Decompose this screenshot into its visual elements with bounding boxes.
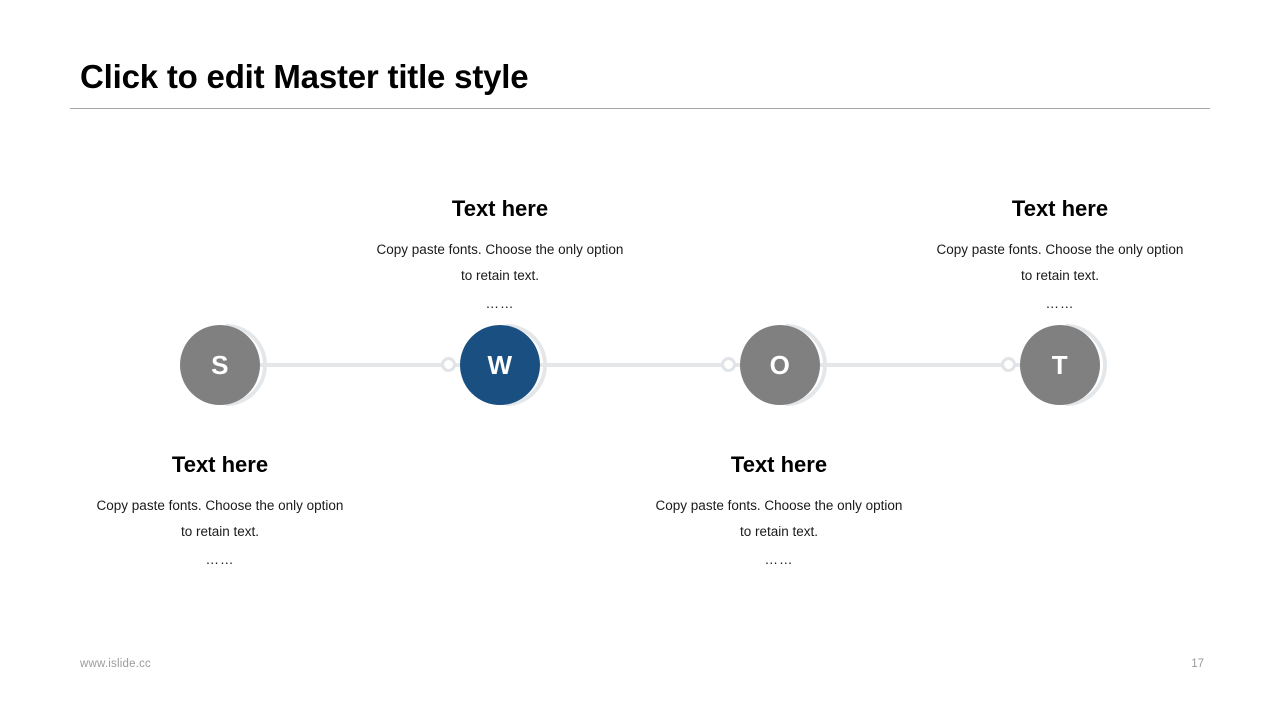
text-block-body-line2[interactable]: to retain text. <box>1020 268 1100 283</box>
node-letter-t: T <box>1051 350 1069 380</box>
connector-dot-3 <box>1001 357 1016 372</box>
title-divider <box>70 108 1210 109</box>
node-letter-o: O <box>769 350 791 380</box>
swot-node-s[interactable]: S <box>180 324 267 406</box>
node-circle-t[interactable]: T <box>1020 325 1100 405</box>
text-block-heading[interactable]: Text here <box>730 452 828 477</box>
node-circle-w[interactable]: W <box>460 325 540 405</box>
text-block-ellipsis[interactable]: …… <box>205 552 235 567</box>
swot-node-t[interactable]: T <box>1020 324 1107 406</box>
page-title[interactable]: Click to edit Master title style <box>80 58 529 95</box>
text-block-body-line2[interactable]: to retain text. <box>460 268 540 283</box>
footer-url[interactable]: www.islide.cc <box>80 658 151 670</box>
text-block-ellipsis[interactable]: …… <box>485 296 515 311</box>
title-placeholder[interactable]: Click to edit Master title style <box>70 55 1210 111</box>
text-block-ellipsis[interactable]: …… <box>1045 296 1075 311</box>
swot-node-o[interactable]: O <box>740 324 827 406</box>
node-circle-s[interactable]: S <box>180 325 260 405</box>
text-block-ellipsis[interactable]: …… <box>764 552 794 567</box>
text-block-heading[interactable]: Text here <box>171 452 269 477</box>
text-block-heading[interactable]: Text here <box>1011 196 1109 221</box>
text-block-body-line1[interactable]: Copy paste fonts. Choose the only option <box>376 242 624 257</box>
swot-node-w[interactable]: W <box>460 324 547 406</box>
text-block-body-line2[interactable]: to retain text. <box>180 524 260 539</box>
connector-dot-2 <box>721 357 736 372</box>
text-block-heading[interactable]: Text here <box>451 196 549 221</box>
node-circle-o[interactable]: O <box>740 325 820 405</box>
connector-dot-1 <box>441 357 456 372</box>
text-block-body-line1[interactable]: Copy paste fonts. Choose the only option <box>96 498 344 513</box>
timeline-track <box>220 363 1060 367</box>
text-block-body-line1[interactable]: Copy paste fonts. Choose the only option <box>936 242 1184 257</box>
page-number: 17 <box>1191 658 1204 670</box>
node-letter-w: W <box>487 350 513 380</box>
node-letter-s: S <box>211 350 229 380</box>
text-block-body-line2[interactable]: to retain text. <box>739 524 819 539</box>
text-block-body-line1[interactable]: Copy paste fonts. Choose the only option <box>655 498 903 513</box>
